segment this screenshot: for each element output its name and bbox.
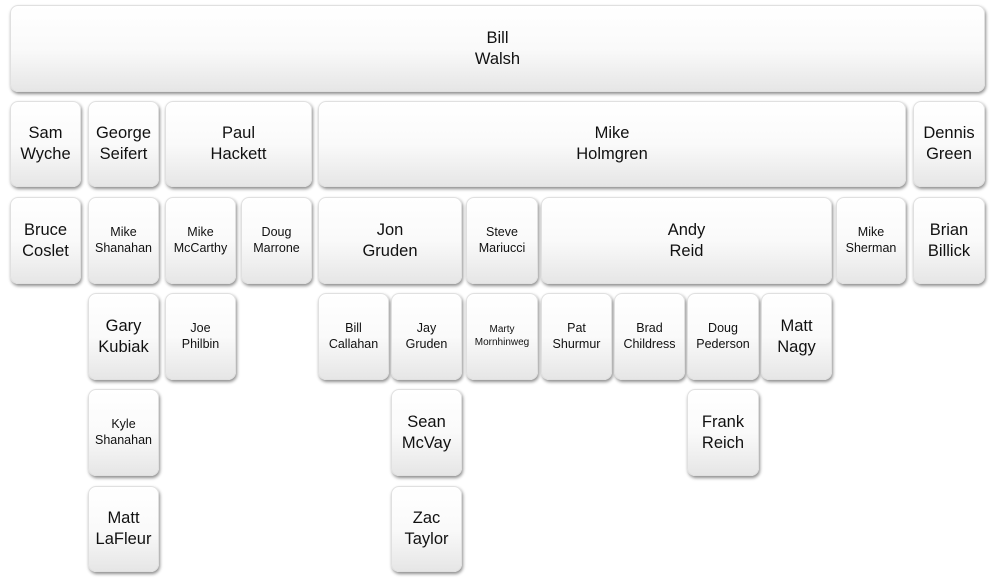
node-pat-shurmur: Pat Shurmur: [541, 293, 612, 380]
node-frank-reich: Frank Reich: [687, 389, 759, 476]
node-dennis-green: Dennis Green: [913, 101, 985, 187]
node-matt-nagy: Matt Nagy: [761, 293, 832, 380]
node-jay-gruden: Jay Gruden: [391, 293, 462, 380]
node-mike-sherman: Mike Sherman: [836, 197, 906, 284]
node-paul-hackett: Paul Hackett: [165, 101, 312, 187]
node-george-seifert: George Seifert: [88, 101, 159, 187]
node-bill-walsh: Bill Walsh: [10, 5, 985, 92]
node-mike-mccarthy: Mike McCarthy: [165, 197, 236, 284]
node-brian-billick: Brian Billick: [913, 197, 985, 284]
node-mike-holmgren: Mike Holmgren: [318, 101, 906, 187]
node-mike-shanahan: Mike Shanahan: [88, 197, 159, 284]
node-sam-wyche: Sam Wyche: [10, 101, 81, 187]
node-kyle-shanahan: Kyle Shanahan: [88, 389, 159, 476]
node-jon-gruden: Jon Gruden: [318, 197, 462, 284]
node-gary-kubiak: Gary Kubiak: [88, 293, 159, 380]
node-marty-mornhinweg: Marty Mornhinweg: [466, 293, 538, 380]
node-doug-marrone: Doug Marrone: [241, 197, 312, 284]
node-steve-mariucci: Steve Mariucci: [466, 197, 538, 284]
node-joe-philbin: Joe Philbin: [165, 293, 236, 380]
node-bill-callahan: Bill Callahan: [318, 293, 389, 380]
node-zac-taylor: Zac Taylor: [391, 486, 462, 572]
node-andy-reid: Andy Reid: [541, 197, 832, 284]
node-doug-pederson: Doug Pederson: [687, 293, 759, 380]
node-sean-mcvay: Sean McVay: [391, 389, 462, 476]
node-matt-lafleur: Matt LaFleur: [88, 486, 159, 572]
node-brad-childress: Brad Childress: [614, 293, 685, 380]
node-bruce-coslet: Bruce Coslet: [10, 197, 81, 284]
